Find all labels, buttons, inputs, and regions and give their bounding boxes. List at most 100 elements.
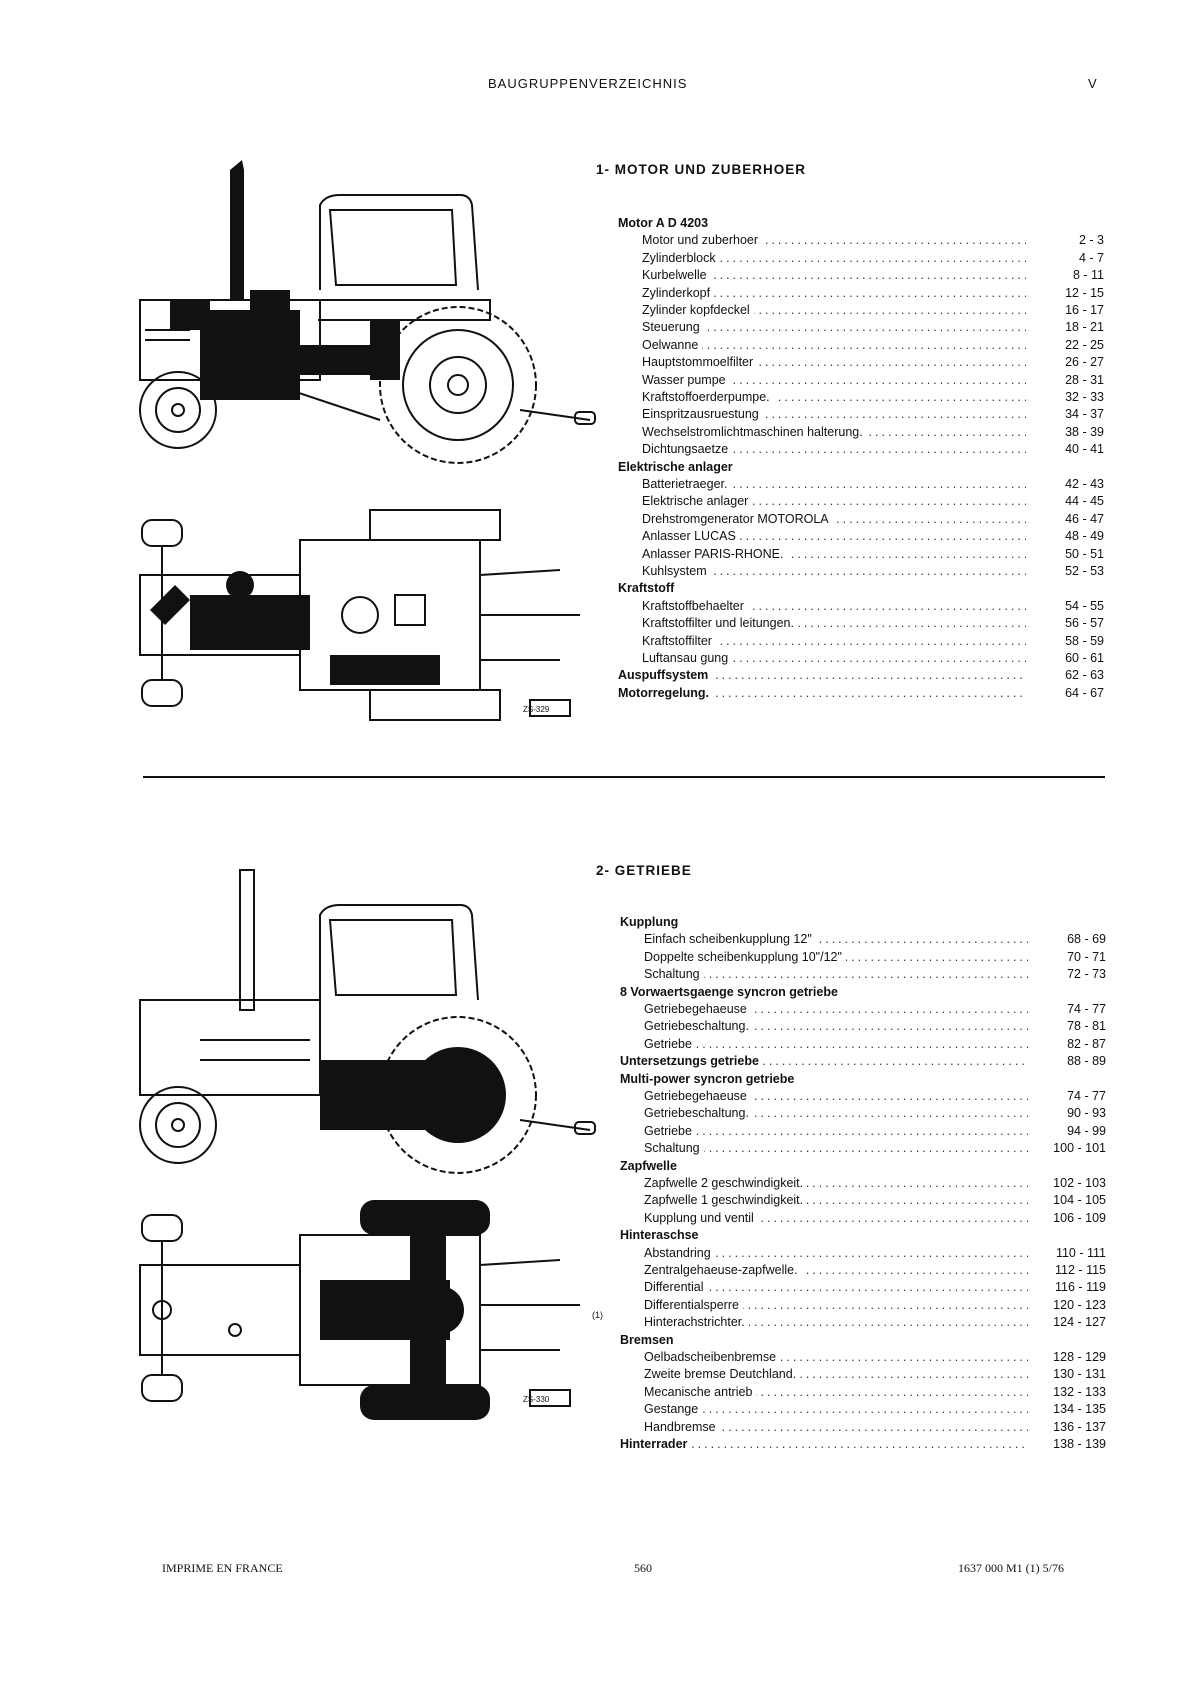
toc-page-range: 88 - 89 [1067,1054,1106,1069]
toc-leader-dots: ........................................… [642,564,1026,578]
tractor-top-view-engine-illustration: ZS-329 [139,509,580,721]
toc-group: Bremsen [620,1331,1106,1349]
toc-page-range: 60 - 61 [1065,651,1104,665]
toc-item: ........................................… [618,563,1104,580]
toc-page-range: 128 - 129 [1053,1350,1106,1364]
toc-label: Hinterachstrichter. [644,1314,749,1332]
toc-label: Wasser pumpe [642,371,730,389]
toc-leader-dots: ........................................… [644,1419,1028,1434]
section-1-toc: Motor A D 4203..........................… [618,215,1104,705]
toc-page-range: 22 - 25 [1065,337,1104,352]
section-1-title: 1- MOTOR UND ZUBERHOER [596,162,807,177]
toc-leader-dots: ........................................… [644,1123,1028,1138]
toc-page-range: 28 - 31 [1065,372,1104,387]
toc-page-range: 62 - 63 [1065,668,1104,683]
toc-item: ........................................… [618,389,1104,406]
toc-page-range: 18 - 21 [1065,320,1104,335]
toc-page-range: 100 - 101 [1053,1141,1106,1156]
toc-page-range: 72 - 73 [1067,967,1106,982]
toc-item: ........................................… [618,545,1104,563]
toc-label: Elektrische anlager [618,458,737,476]
toc-item: ........................................… [618,302,1104,319]
toc-page-range: 16 - 17 [1065,303,1104,317]
toc-label: Hinteraschse [620,1227,703,1245]
toc-label: Auspuffsystem [618,667,713,685]
toc-leader-dots: ........................................… [642,372,1026,387]
toc-leader-dots: ........................................… [620,1437,1028,1451]
toc-item: ........................................… [618,336,1104,354]
toc-page-range: 50 - 51 [1065,546,1104,561]
toc-page-range: 2 - 3 [1078,233,1104,248]
toc-page-range: 82 - 87 [1067,1036,1106,1051]
toc-group: 8 Vorwaertsgaenge syncron getriebe [620,983,1106,1001]
toc-item: ........................................… [620,1349,1106,1366]
toc-label: Getriebe [644,1122,696,1140]
toc-item: ........................................… [620,1122,1106,1140]
toc-label: Oelwanne [642,336,703,354]
toc-label: Motor A D 4203 [618,215,713,232]
toc-item: ........................................… [620,1279,1106,1297]
toc-label: Anlasser LUCAS [642,528,740,546]
toc-item: ........................................… [620,1401,1106,1419]
tractor-top-view-transmission-illustration: ZS-330 [139,1200,580,1420]
toc-leader-dots: ........................................… [642,651,1026,665]
toc-page-range: 70 - 71 [1067,949,1106,964]
toc-leader-dots: ........................................… [644,1280,1028,1295]
toc-label: Zylinder kopfdeckel [642,302,754,319]
toc-label: Zentralgehaeuse-zapfwelle. [644,1262,802,1279]
toc-label: Abstandring [644,1244,715,1262]
toc-leader-dots: ........................................… [618,685,1026,700]
toc-page-range: 94 - 99 [1067,1123,1106,1138]
toc-item: ........................................… [620,1418,1106,1436]
toc-item: ........................................… [618,406,1104,424]
toc-page-range: 42 - 43 [1065,477,1104,491]
toc-group: ........................................… [620,1436,1106,1453]
toc-label: Kraftstoff [618,580,679,598]
toc-page-range: 52 - 53 [1065,564,1104,578]
toc-label: Kraftstoffoerderpumpe. [642,389,774,406]
toc-leader-dots: ........................................… [644,1141,1028,1156]
toc-label: Zapfwelle [620,1157,681,1175]
figure-code-1: ZS-329 [523,705,550,714]
toc-label: Kupplung und ventil [644,1209,758,1227]
toc-leader-dots: ........................................… [642,477,1026,491]
toc-label: Schaltung [644,966,704,984]
toc-label: Kraftstoffbehaelter [642,597,748,615]
toc-label: Zylinderkopf [642,284,715,302]
tractor-side-view-engine-illustration [139,160,596,464]
toc-page-range: 104 - 105 [1053,1193,1106,1208]
toc-page-range: 56 - 57 [1065,616,1104,631]
toc-page-range: 48 - 49 [1065,529,1104,544]
toc-page-range: 58 - 59 [1065,633,1104,648]
toc-item: ........................................… [618,267,1104,285]
toc-item: ........................................… [620,1244,1106,1262]
toc-leader-dots: ........................................… [642,268,1026,283]
toc-label: Getriebegehaeuse [644,1001,751,1018]
toc-label: Luftansau gung [642,650,733,667]
toc-item: ........................................… [618,476,1104,493]
toc-page-range: 64 - 67 [1065,685,1104,700]
toc-label: Kupplung [620,914,683,931]
toc-item: ........................................… [618,371,1104,389]
toc-item: ........................................… [620,1001,1106,1018]
toc-page-range: 68 - 69 [1067,932,1106,947]
toc-label: Batterietraeger. [642,476,732,493]
toc-label: Dichtungsaetze [642,441,733,459]
toc-group: Multi-power syncron getriebe [620,1070,1106,1088]
section-2-title: 2- GETRIEBE [596,863,692,878]
toc-item: ........................................… [618,493,1104,511]
section-divider [143,776,1105,778]
toc-leader-dots: ........................................… [644,967,1028,982]
toc-page-range: 102 - 103 [1053,1176,1106,1190]
toc-page-range: 74 - 77 [1067,1089,1106,1103]
footer-right: 1637 000 M1 (1) 5/76 [958,1561,1064,1575]
toc-page-range: 46 - 47 [1065,511,1104,526]
toc-label: Wechselstromlichtmaschinen halterung. [642,423,867,441]
toc-item: ........................................… [618,597,1104,615]
toc-label: Getriebeschaltung. [644,1018,753,1036]
toc-group: Hinteraschse [620,1227,1106,1245]
toc-leader-dots: ........................................… [642,633,1026,648]
toc-leader-dots: ........................................… [642,442,1026,457]
toc-item: ........................................… [620,1314,1106,1332]
toc-group: ........................................… [618,684,1104,702]
